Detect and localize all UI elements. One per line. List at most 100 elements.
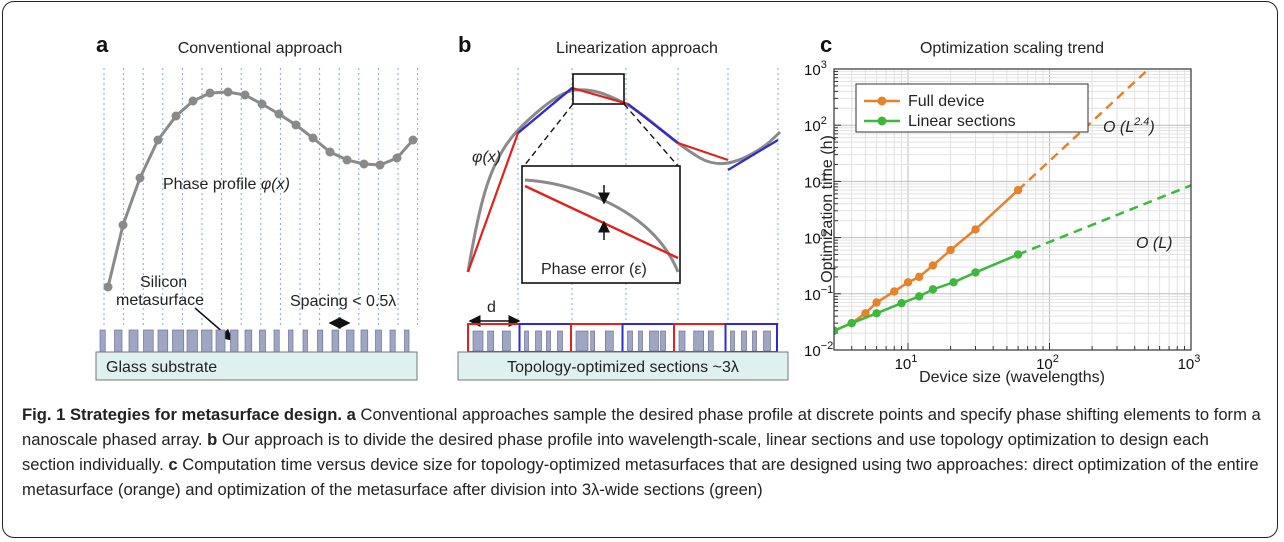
chart-point — [861, 309, 870, 318]
panel-b-pillar — [575, 330, 589, 352]
panel-b-pillar — [638, 330, 643, 352]
panel-a-sample-point — [223, 87, 233, 97]
panel-a-pillar — [360, 329, 369, 353]
chart-tick-label-y: 10−2 — [804, 340, 833, 360]
caption-a-text: Conventional approaches sample the desir… — [22, 405, 1261, 449]
chart-point — [928, 261, 938, 270]
panel-a-sample-point — [274, 109, 284, 119]
chart-point — [928, 285, 938, 294]
panel-a-pillar — [404, 329, 410, 353]
chart-legend: Full device Linear sections — [855, 83, 1089, 133]
panel-a-sample-point — [408, 135, 418, 145]
caption-b-text: Our approach is to divide the desired ph… — [22, 430, 1209, 474]
panel-b-sections — [467, 323, 778, 353]
panel-a-pillar — [230, 329, 239, 353]
chart-point — [914, 272, 924, 282]
panel-b-pillar — [752, 330, 757, 352]
panel-a-pillar — [99, 329, 106, 353]
panel-a-sample-point — [188, 96, 198, 106]
panel-b-pillar — [678, 330, 686, 352]
chart-point — [890, 287, 899, 296]
panel-a-pillar — [346, 329, 355, 353]
chart-tick-label-y: 103 — [804, 59, 827, 79]
panel-b-pillar — [487, 330, 495, 352]
chart-point — [872, 309, 881, 318]
panel-b-pillar — [707, 330, 714, 352]
panel-a-phase-symbol: φ(x) — [261, 176, 290, 193]
chart-point — [834, 326, 839, 335]
panel-b-pillar — [660, 330, 666, 352]
panel-a-pillars — [99, 329, 410, 353]
chart-tick-label-y: 10−1 — [804, 284, 833, 304]
panel-a-silicon-label-2: metasurface — [116, 292, 204, 309]
panel-a-pillar — [244, 329, 253, 353]
panel-a-sample-point — [240, 90, 250, 100]
panel-c-letter: c — [820, 32, 832, 57]
panel-b-pillar — [627, 330, 633, 352]
panel-a-pillar — [302, 329, 308, 353]
chart-point — [897, 299, 906, 308]
chart-y-label-rotated: Optimization time (h) — [819, 135, 836, 283]
panel-b-phi-label: φ(x) — [472, 149, 501, 166]
chart-point — [971, 225, 980, 234]
panel-b-zoom-line-right — [623, 103, 679, 167]
chart-point — [971, 268, 980, 277]
panel-b-zoom-box — [572, 73, 625, 105]
annot-full: O (L2.4) — [1103, 116, 1155, 136]
panel-b-pillar — [524, 330, 529, 352]
annot-full-base: O (L — [1103, 119, 1134, 136]
chart-ticks — [833, 68, 1192, 351]
panel-b-blue-segment-1 — [517, 87, 573, 134]
panel-a-sample-point — [118, 220, 128, 230]
panel-b-pillar — [741, 330, 747, 352]
panel-a-sample-point — [205, 88, 215, 98]
panel-a-sample-point — [153, 135, 163, 145]
panel-b-blue-segment-3 — [727, 139, 779, 171]
chart-point — [847, 318, 856, 328]
panel-b-pillar — [604, 330, 614, 352]
chart-tick-label-y: 101 — [804, 171, 827, 191]
panel-a-silicon-label-1: Silicon — [140, 274, 187, 291]
legend-linear-marker — [877, 116, 887, 126]
panel-b-pillar — [693, 330, 705, 352]
panel-b-d-label: d — [487, 299, 496, 316]
panel-a-pillar — [186, 329, 198, 353]
panel-a-pillar — [143, 329, 154, 353]
caption-a-label: a — [346, 405, 356, 424]
panel-a-sample-point — [291, 120, 301, 130]
panel-a-sample-point — [308, 133, 318, 143]
figure-caption: Fig. 1 Strategies for metasurface design… — [22, 402, 1262, 502]
panel-a-silicon-arrow — [194, 307, 234, 341]
panel-b-pillar — [546, 330, 551, 352]
chart-point — [872, 298, 881, 307]
panel-a-sample-point — [257, 99, 267, 109]
panel-a-pillar — [288, 329, 294, 353]
legend-full-label: Full device — [908, 93, 985, 110]
panel-a-pillar — [172, 329, 185, 353]
panel-a-letter: a — [96, 32, 109, 57]
annot-full-close: ) — [1147, 119, 1154, 136]
panel-b-title: Linearization approach — [556, 40, 718, 57]
panel-a-sample-point — [392, 153, 402, 163]
legend-box — [855, 83, 1089, 133]
panel-a-pillar — [273, 329, 280, 353]
panel-a-spacing-label: Spacing < 0.5λ — [290, 293, 396, 310]
panel-b: b Linearization approach Phase error (ε)… — [457, 32, 789, 381]
chart-extrapolation-1 — [1017, 184, 1191, 256]
chart-point — [914, 292, 924, 301]
caption-c-label: c — [168, 455, 178, 474]
panel-a: a Conventional approach Phase profile φ(… — [95, 32, 419, 381]
panel-a-pillar — [259, 329, 266, 353]
panel-b-substrate-label: Topology-optimized sections ~3λ — [507, 359, 739, 376]
panel-a-sample-point — [103, 282, 113, 292]
panel-b-blue-segment-2 — [627, 103, 679, 144]
panel-c-title: Optimization scaling trend — [920, 40, 1104, 57]
legend-linear-label: Linear sections — [908, 113, 1016, 130]
panel-a-substrate — [95, 351, 418, 381]
panel-b-substrate — [457, 351, 789, 381]
panel-a-pillar — [375, 329, 382, 353]
panel-a-pillar — [389, 329, 396, 353]
panel-a-pillar — [215, 329, 226, 353]
chart-tick-label-x: 103 — [1178, 353, 1201, 373]
